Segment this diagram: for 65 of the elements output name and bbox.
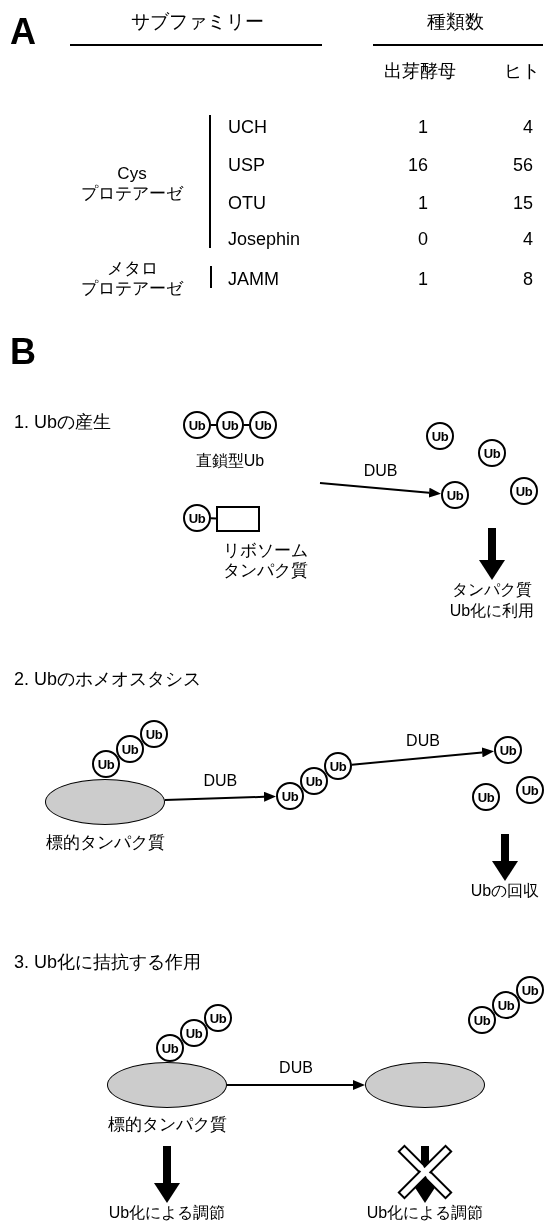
ubiquitin-circle: Ub [92,750,120,778]
section-heading: 1. Ubの産生 [14,412,112,434]
table-cell: 1 [418,269,428,291]
ubiquitin-circle: Ub [472,783,500,811]
ubiquitin-circle: Ub [510,477,538,505]
table-cell: UCH [228,117,267,139]
section-heading: 3. Ub化に拮抗する作用 [14,952,202,974]
table-cell: Josephin [228,229,301,251]
table-cell: 56 [512,155,533,177]
ubiquitin-circle: Ub [276,782,304,810]
ubiquitin-circle: Ub [183,504,211,532]
linker-line [210,517,217,520]
ubiquitin-circle: Ub [492,991,520,1019]
group-label: Cys プロテアーゼ [80,163,185,205]
table-cell: 1 [418,193,428,215]
linker-line [243,424,250,426]
protein-box [216,506,260,532]
table-cell: USP [228,155,265,177]
ubiquitin-circle: Ub [300,767,328,795]
column-header: サブファミリー [130,10,264,34]
ubiquitin-circle: Ub [216,411,244,439]
outcome-text: Ubの回収 [465,881,545,902]
ubiquitin-circle: Ub [140,720,168,748]
table-cell: 8 [523,269,533,291]
table-cell: 1 [418,117,428,139]
ubiquitin-circle: Ub [516,976,544,1004]
panel-letter: B [10,330,36,374]
ubiquitin-circle: Ub [441,481,469,509]
ubiquitin-circle: Ub [180,1019,208,1047]
ubiquitin-circle: Ub [116,735,144,763]
group-label: メタロプロテアーゼ [80,258,185,300]
node-caption: リボソームタンパク質 [221,540,309,582]
ubiquitin-circle: Ub [156,1034,184,1062]
linker-line [210,424,217,426]
ubiquitin-circle: Ub [204,1004,232,1032]
ubiquitin-circle: Ub [494,736,522,764]
table-cell: JAMM [228,269,279,291]
panel-letter: A [10,10,36,54]
ubiquitin-circle: Ub [183,411,211,439]
ubiquitin-circle: Ub [426,422,454,450]
arrow [319,482,442,498]
arrow [350,747,495,766]
table-cell: 4 [523,117,533,139]
column-header: ヒト [504,61,540,83]
node-caption: 標的タンパク質 [106,1114,228,1136]
ubiquitin-circle: Ub [516,776,544,804]
column-header: 出芽酵母 [384,61,456,83]
column-header: 種類数 [426,10,484,34]
arrow [163,791,276,802]
table-cell: 16 [407,155,428,177]
ubiquitin-circle: Ub [324,752,352,780]
table-cell: 15 [512,193,533,215]
table-cell: 4 [523,229,533,251]
table-cell: 0 [418,229,428,251]
outcome-text: Ub化による調節 [102,1203,232,1224]
outcome-text: Ub化による調節 [360,1203,490,1224]
arrow [226,1080,365,1090]
outcome-text: タンパク質Ub化に利用 [446,580,538,622]
node-caption: 標的タンパク質 [44,832,166,854]
chain-caption: 直鎖型Ub [195,451,265,471]
table-cell: OTU [228,193,266,215]
section-heading: 2. Ubのホメオスタシス [14,669,202,691]
ubiquitin-circle: Ub [478,439,506,467]
ubiquitin-circle: Ub [468,1006,496,1034]
ubiquitin-circle: Ub [249,411,277,439]
